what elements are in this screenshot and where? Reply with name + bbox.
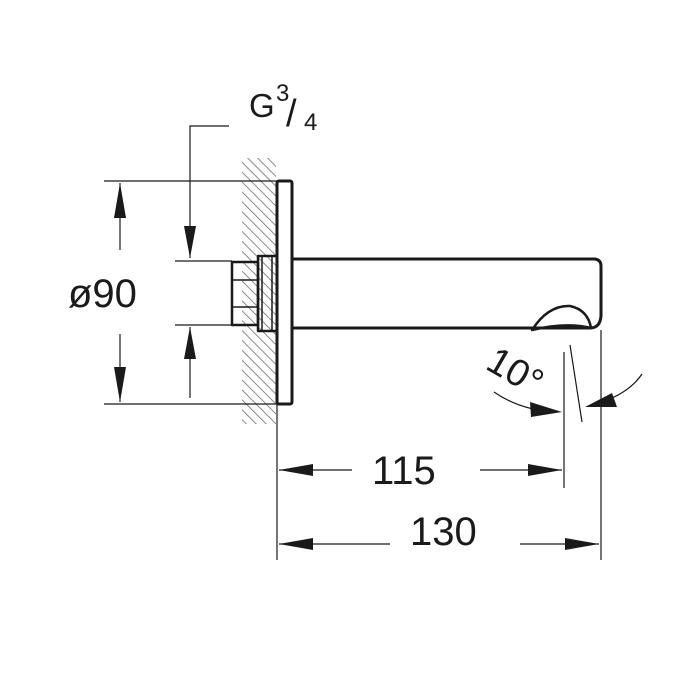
wall-flange (275, 179, 294, 406)
spout-tube (292, 257, 603, 330)
spout-body (230, 179, 603, 406)
thread-slash: / (286, 93, 297, 135)
connector-nut (256, 254, 279, 333)
thread-label: G 3 / 4 (249, 80, 317, 136)
thread-denominator: 4 (304, 109, 317, 136)
dimension-lines (104, 125, 643, 560)
dimension-arrowheads (114, 183, 617, 550)
overall-length-label: 130 (410, 510, 477, 554)
diameter-label: ø90 (68, 272, 137, 316)
thread-prefix: G (249, 87, 275, 124)
spout-outlet (530, 304, 593, 332)
spout-length-label: 115 (372, 449, 436, 493)
angle-label: 10° (480, 339, 551, 404)
thread-numerator: 3 (276, 80, 289, 107)
